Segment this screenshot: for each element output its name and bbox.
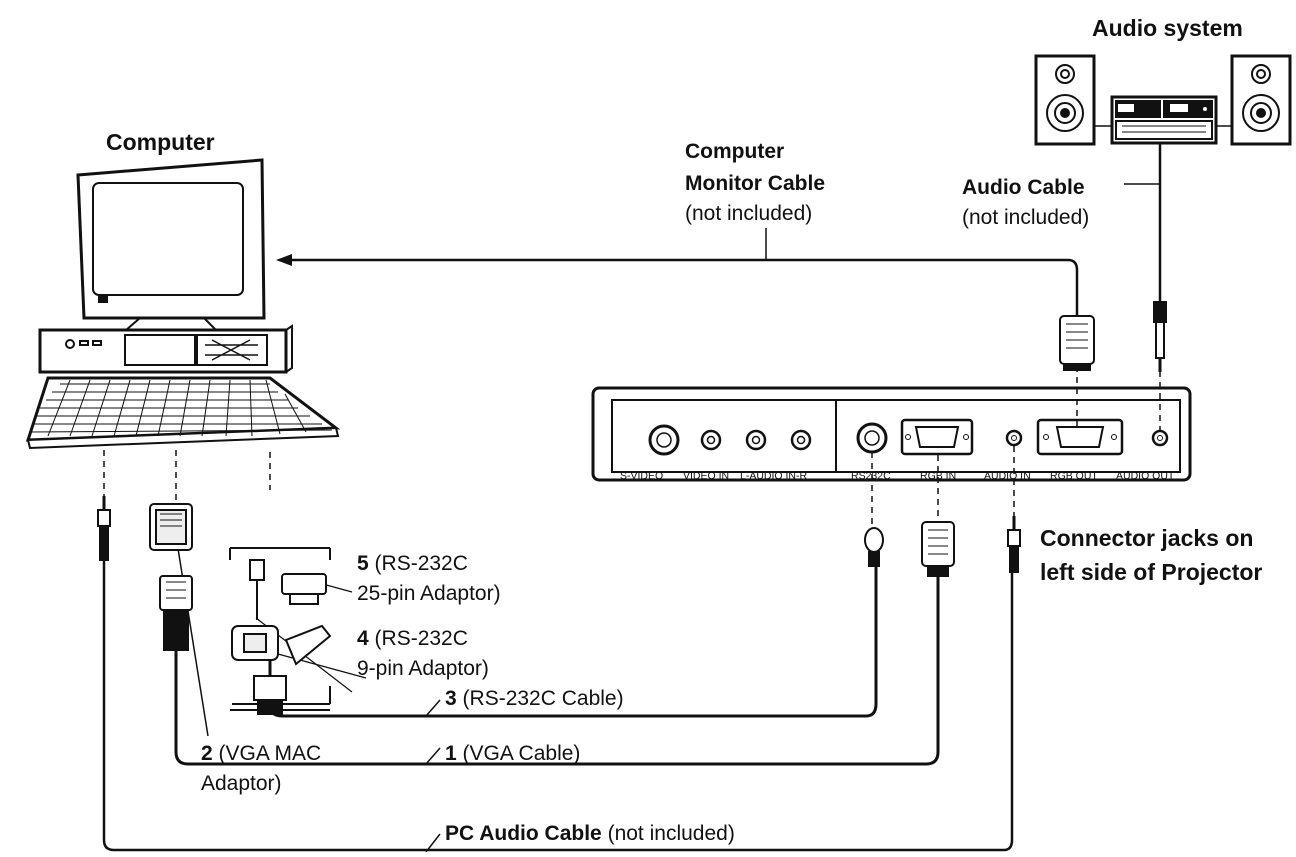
item3-label: 3 (RS-232C Cable) xyxy=(445,687,624,710)
item2-text1: (VGA MAC xyxy=(219,742,322,765)
item4-text1: (RS-232C xyxy=(375,627,468,650)
rs232c-25pin-adaptor xyxy=(281,573,327,595)
jack-labels: S-VIDEO VIDEO IN L-AUDIO IN-R RS232C RGB… xyxy=(620,470,1175,482)
audio-out-plug xyxy=(1153,301,1167,323)
projector-jack-panel xyxy=(591,386,1192,482)
jack-label-s-video: S-VIDEO xyxy=(620,470,663,482)
pc-audio-cable-title: PC Audio Cable xyxy=(445,822,602,845)
computer-monitor-cable-note: (not included) xyxy=(685,202,812,225)
rs232c-25pin-connector xyxy=(284,624,332,666)
item2-line2: Adaptor) xyxy=(201,772,282,795)
audio-system-title: Audio system xyxy=(1092,15,1243,41)
jack-label-rgb-out: RGB OUT xyxy=(1050,470,1098,482)
item5-line2: 25-pin Adaptor) xyxy=(357,582,501,605)
item4-line2: 9-pin Adaptor) xyxy=(357,657,489,680)
computer-monitor-cable-title2: Monitor Cable xyxy=(685,172,825,195)
computer-monitor-cable-title1: Computer xyxy=(685,140,784,163)
item5-number: 5 xyxy=(357,552,369,575)
monitor-cable-arrow xyxy=(276,254,292,266)
item3-number: 3 xyxy=(445,687,457,710)
jack-label-rgb-in: RGB IN xyxy=(920,470,956,482)
rs232c-9pin-plug xyxy=(249,559,265,581)
item4-number: 4 xyxy=(357,627,369,650)
audio-cable-title: Audio Cable xyxy=(962,176,1085,199)
vga-plug-pc xyxy=(159,575,193,611)
pc-audio-cable-note: (not included) xyxy=(608,822,735,845)
computer-monitor-cable xyxy=(286,258,1079,316)
item4-line1: 4 (RS-232C xyxy=(357,627,468,650)
rs232c-plug-projector xyxy=(864,527,884,553)
pc-audio-cable xyxy=(102,560,1014,852)
audio-system-illustration xyxy=(1034,54,1292,146)
item2-line1: 2 (VGA MAC xyxy=(201,742,321,765)
item5-text1: (RS-232C xyxy=(375,552,468,575)
item3-text: (RS-232C Cable) xyxy=(463,687,624,710)
item1-label: 1 (VGA Cable) xyxy=(445,742,580,765)
audio-cable-note: (not included) xyxy=(962,206,1089,229)
computer-title: Computer xyxy=(106,129,215,155)
audio-in-plug xyxy=(1007,529,1021,547)
vga-cable xyxy=(174,568,940,766)
pc-audio-cable-label: PC Audio Cable (not included) xyxy=(445,822,735,845)
item1-text: (VGA Cable) xyxy=(463,742,581,765)
jack-label-audio-out: AUDIO OUT xyxy=(1116,470,1175,482)
jack-label-audio-in: AUDIO IN xyxy=(984,470,1031,482)
item1-number: 1 xyxy=(445,742,457,765)
computer-illustration xyxy=(25,158,341,450)
connector-jacks-line2: left side of Projector xyxy=(1040,559,1262,585)
jack-label-rs232c: RS232C xyxy=(851,470,891,482)
connector-jacks-line1: Connector jacks on xyxy=(1040,525,1253,551)
item2-number: 2 xyxy=(201,742,213,765)
vga-plug-projector xyxy=(921,521,955,567)
jack-label-video-in: VIDEO IN xyxy=(683,470,729,482)
connector-plugs xyxy=(97,301,1167,715)
item5-line1: 5 (RS-232C xyxy=(357,552,468,575)
pc-audio-plug-left xyxy=(97,509,111,527)
jack-label-audio-in-lr: L-AUDIO IN-R xyxy=(740,470,808,482)
